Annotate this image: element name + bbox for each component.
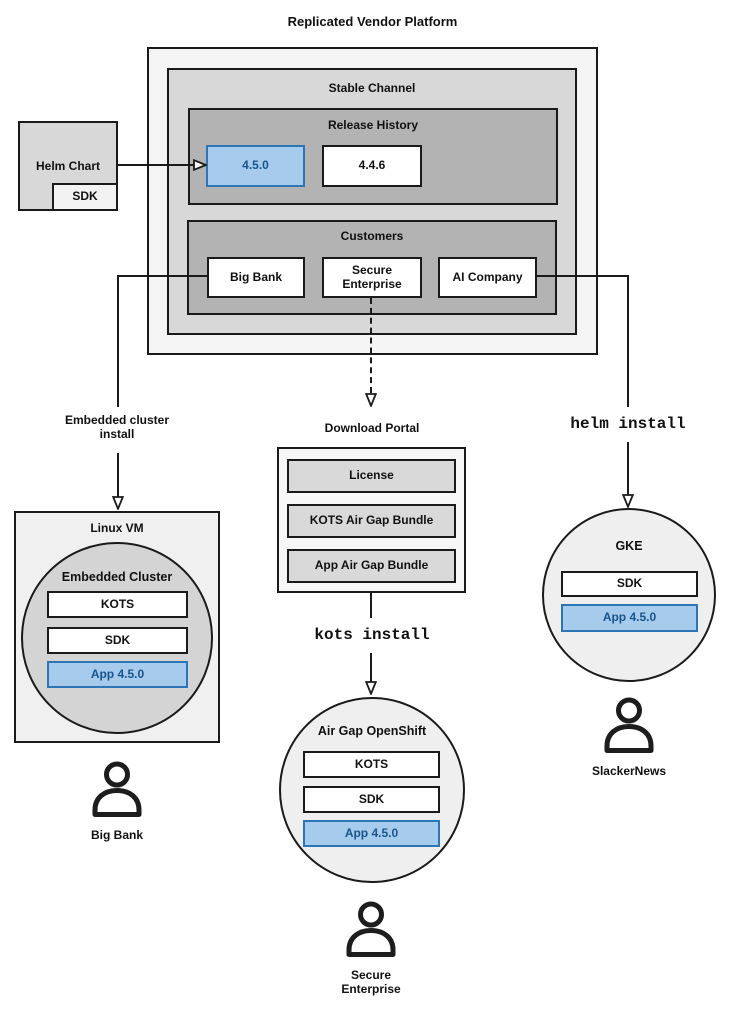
- gke-sdk-box: SDK: [561, 571, 698, 597]
- openshift-sdk-box: SDK: [303, 786, 440, 813]
- customer-secure-enterprise: Secure Enterprise: [322, 257, 422, 298]
- sdk-box: SDK: [47, 627, 188, 654]
- ai-company-connector-v1: [627, 275, 629, 407]
- secure-enterprise-user-icon: [345, 901, 397, 959]
- app-version-box: App 4.5.0: [47, 661, 188, 688]
- gke-label: GKE: [615, 539, 643, 553]
- openshift-kots-box: KOTS: [303, 751, 440, 778]
- download-portal-label: Download Portal: [324, 421, 420, 435]
- openshift-app-version-box: App 4.5.0: [303, 820, 440, 847]
- release-4-5-0: 4.5.0: [206, 145, 305, 187]
- helm-to-release-arrowhead-icon: [193, 158, 209, 172]
- slackernews-user-icon: [603, 697, 655, 755]
- app-airgap-bundle-box: App Air Gap Bundle: [287, 549, 456, 583]
- customers-label: Customers: [340, 229, 404, 243]
- release-4-4-6: 4.4.6: [322, 145, 422, 187]
- gke-arrowhead-icon: [621, 494, 635, 510]
- ai-company-connector-h: [537, 275, 629, 277]
- helm-chart-sdk-box: SDK: [52, 183, 118, 211]
- embedded-cluster-label: Embedded Cluster: [61, 570, 173, 584]
- ai-company-connector-v2: [627, 442, 629, 495]
- big-bank-connector-h: [118, 275, 207, 277]
- helm-install-label: helm install: [570, 415, 686, 433]
- secure-enterprise-user-label: Secure Enterprise: [341, 968, 401, 997]
- airgap-openshift-label: Air Gap OpenShift: [317, 724, 427, 738]
- gke-app-version-box: App 4.5.0: [561, 604, 698, 632]
- helm-to-release-line: [118, 164, 194, 166]
- stable-channel-label: Stable Channel: [328, 81, 416, 95]
- download-portal-arrowhead-icon: [364, 393, 378, 409]
- linux-vm-arrowhead-icon: [111, 496, 125, 512]
- openshift-arrowhead-icon: [364, 681, 378, 697]
- big-bank-user-icon: [91, 761, 143, 819]
- kots-install-label: kots install: [314, 626, 430, 644]
- diagram-title: Replicated Vendor Platform: [287, 14, 458, 29]
- customer-ai-company: AI Company: [438, 257, 537, 298]
- release-history-label: Release History: [327, 118, 419, 132]
- kots-airgap-bundle-box: KOTS Air Gap Bundle: [287, 504, 456, 538]
- big-bank-connector-v1: [117, 275, 119, 407]
- portal-connector-v1: [370, 593, 372, 618]
- customer-big-bank: Big Bank: [207, 257, 305, 298]
- license-box: License: [287, 459, 456, 493]
- kots-box: KOTS: [47, 591, 188, 618]
- embedded-cluster-install-label: Embedded cluster install: [64, 413, 170, 442]
- big-bank-user-label: Big Bank: [90, 828, 143, 842]
- secure-enterprise-dashed-line: [370, 298, 372, 393]
- helm-chart-label: Helm Chart: [35, 159, 100, 173]
- big-bank-connector-v2: [117, 453, 119, 497]
- slackernews-user-label: SlackerNews: [591, 764, 667, 778]
- portal-connector-v2: [370, 653, 372, 682]
- linux-vm-label: Linux VM: [90, 521, 144, 535]
